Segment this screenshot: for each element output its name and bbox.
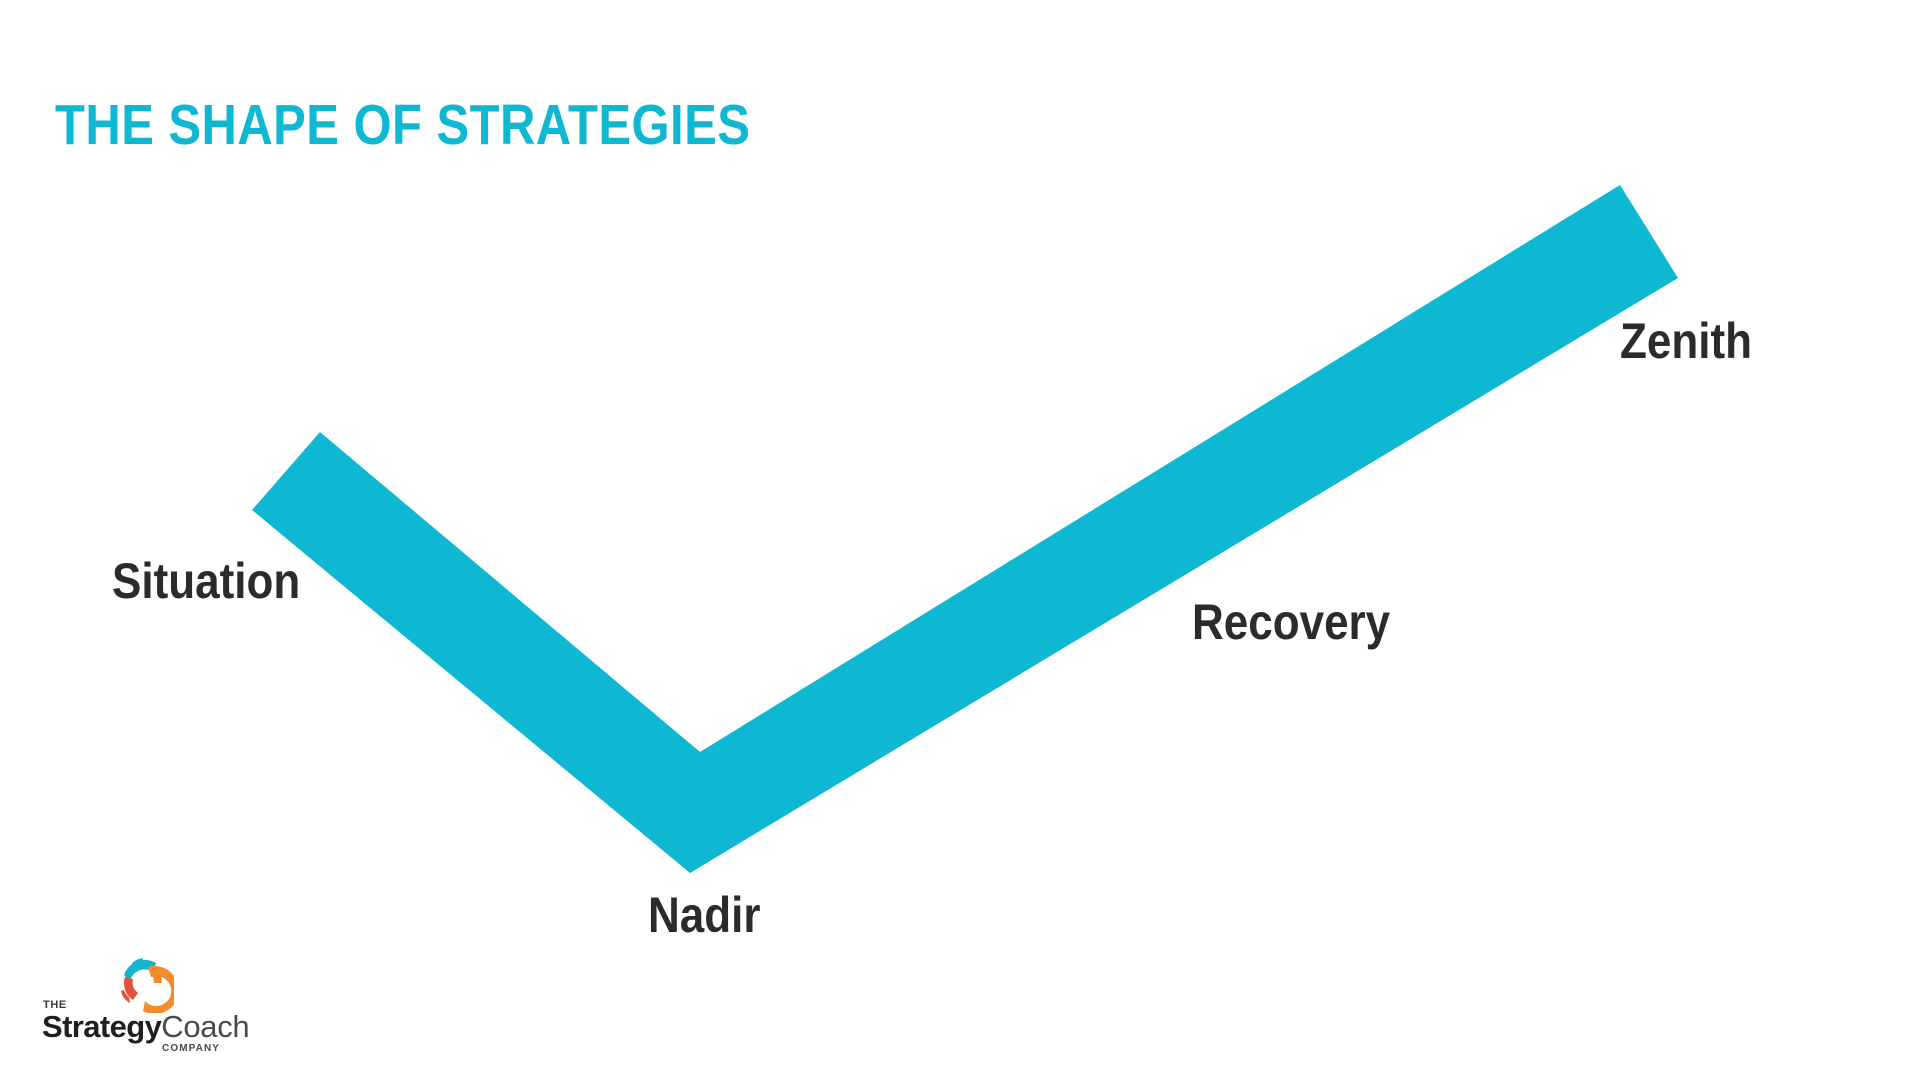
- logo-company-text: COMPANY: [162, 1043, 221, 1054]
- strategy-coach-sphere-icon: [121, 958, 174, 1013]
- brand-logo: THE StrategyCoach COMPANY: [40, 953, 250, 1061]
- point-label-recovery: Recovery: [1192, 594, 1391, 650]
- logo-wordmark: StrategyCoach: [42, 1009, 250, 1044]
- chevron-polygon: [252, 185, 1678, 873]
- point-label-zenith: Zenith: [1620, 313, 1752, 369]
- logo-the-text: THE: [43, 999, 67, 1011]
- logo-strategy-text: Strategy: [42, 1009, 162, 1044]
- point-label-nadir: Nadir: [648, 887, 761, 943]
- sphere-red-tick: [121, 990, 130, 1003]
- logo-coach-text: Coach: [161, 1009, 250, 1044]
- sphere-orange-arc: [143, 966, 174, 1013]
- sphere-orange-cap: [151, 969, 162, 983]
- page-title: THE SHAPE OF STRATEGIES: [55, 93, 751, 158]
- sphere-cyan-tick: [132, 958, 143, 967]
- point-label-situation: Situation: [112, 553, 301, 609]
- sphere-cyan-arc: [124, 959, 156, 981]
- sphere-red-arc: [123, 977, 138, 1000]
